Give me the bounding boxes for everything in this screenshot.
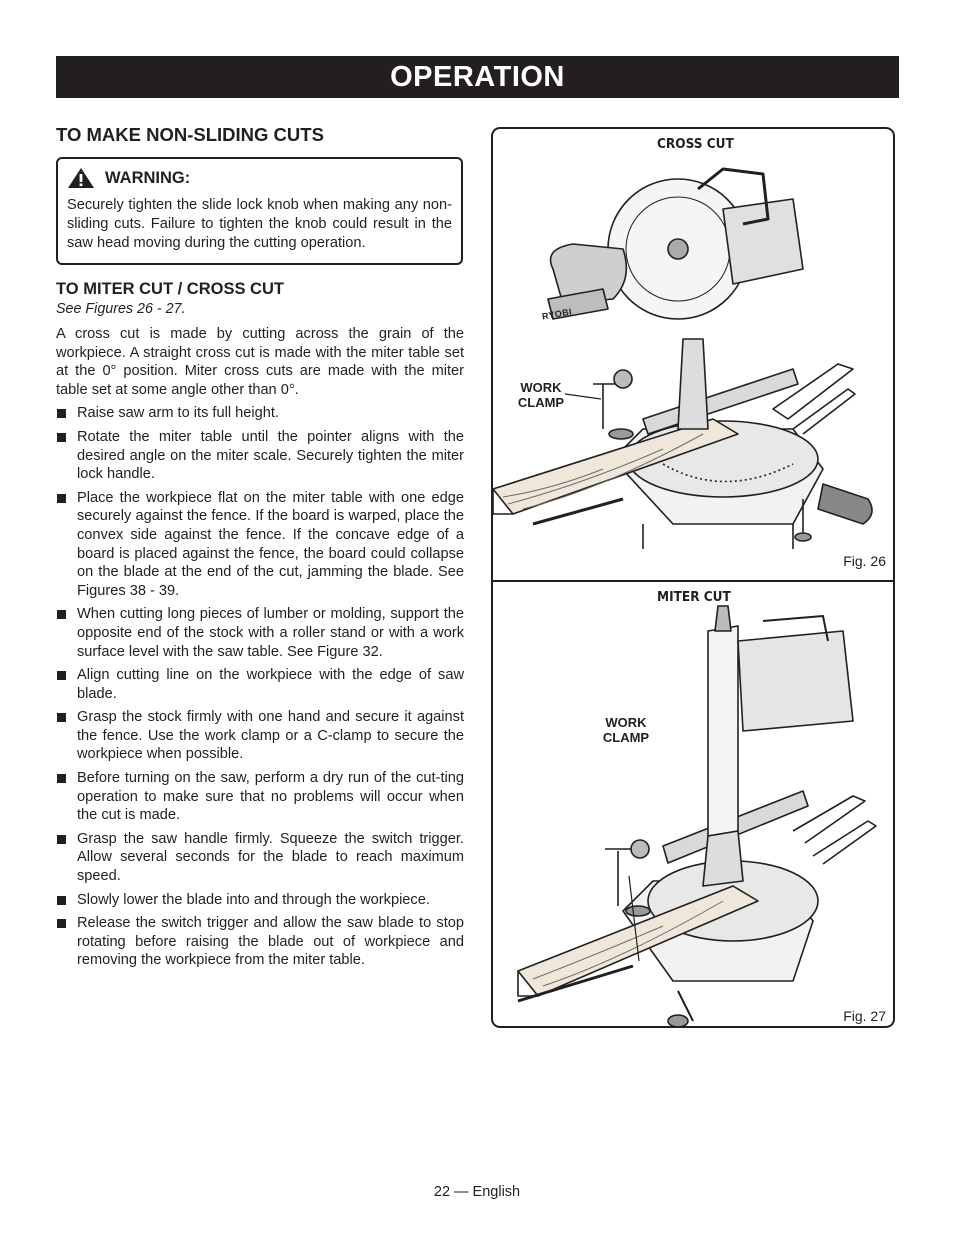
bullet-square-icon — [57, 919, 66, 929]
figure-divider — [493, 580, 893, 582]
warning-box: WARNING: Securely tighten the slide lock… — [56, 157, 463, 265]
figure-27-title: MITER CUT — [657, 589, 731, 605]
bullet-square-icon — [57, 713, 66, 723]
warning-header: WARNING: — [67, 167, 452, 189]
list-item: Grasp the saw handle firmly. Squeeze the… — [56, 830, 464, 886]
figures-panel: RYOBI CROSS CUT WORK CLAMP Fig. 26 — [491, 127, 895, 1028]
bullet-square-icon — [57, 671, 66, 681]
subsection-title: TO MITER CUT / CROSS CUT — [56, 280, 284, 298]
steps-list: Raise saw arm to its full height. Rotate… — [56, 404, 464, 970]
figure-26-work-clamp-callout: WORK CLAMP — [517, 380, 565, 410]
list-item: Rotate the miter table until the pointer… — [56, 428, 464, 484]
bullet-square-icon — [57, 774, 66, 784]
bullet-square-icon — [57, 895, 66, 905]
list-item: Raise saw arm to its full height. — [56, 404, 464, 423]
warning-text: Securely tighten the slide lock knob whe… — [67, 197, 452, 251]
page-footer: 22 — English — [433, 1184, 521, 1200]
list-item: Before turning on the saw, perform a dry… — [56, 769, 464, 825]
figure-26-title: CROSS CUT — [657, 136, 734, 152]
left-column: TO MAKE NON-SLIDING CUTS WARNING: Secure… — [56, 124, 464, 975]
list-item: Place the workpiece flat on the miter ta… — [56, 489, 464, 601]
miter-cut-saw-illustration — [517, 605, 877, 1027]
bullet-square-icon — [57, 493, 66, 503]
list-item: Align cutting line on the workpiece with… — [56, 666, 464, 703]
bullet-square-icon — [57, 834, 66, 844]
figure-reference: See Figures 26 - 27. — [56, 301, 186, 317]
bullet-square-icon — [57, 409, 66, 419]
list-item: Grasp the stock firmly with one hand and… — [56, 708, 464, 764]
intro-paragraph: A cross cut is made by cutting across th… — [56, 326, 464, 398]
figure-26-label: Fig. 26 — [843, 553, 886, 569]
section-header-title: OPERATION — [390, 61, 565, 93]
figure-27-work-clamp-callout: WORK CLAMP — [602, 715, 650, 745]
list-item: Release the switch trigger and allow the… — [56, 914, 464, 970]
list-item: When cutting long pieces of lumber or mo… — [56, 605, 464, 661]
warning-label: WARNING: — [105, 168, 191, 187]
section-header-bar: OPERATION — [56, 56, 899, 98]
warning-triangle-icon — [68, 168, 94, 188]
bullet-square-icon — [57, 432, 66, 442]
bullet-square-icon — [57, 610, 66, 620]
list-item: Slowly lower the blade into and through … — [56, 891, 464, 910]
section-title: TO MAKE NON-SLIDING CUTS — [56, 124, 324, 145]
figure-27-label: Fig. 27 — [843, 1008, 886, 1024]
cross-cut-saw-illustration — [493, 167, 873, 549]
